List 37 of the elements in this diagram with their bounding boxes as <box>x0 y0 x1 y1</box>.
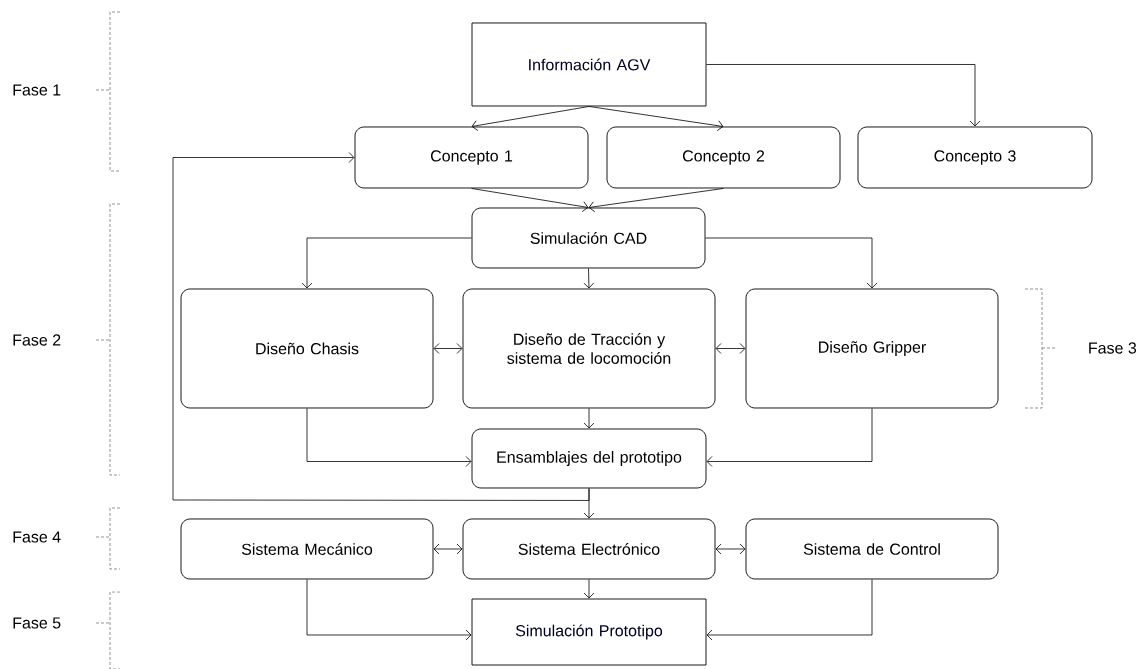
arrow <box>583 579 595 599</box>
end-box: Simulación Prototipo <box>471 598 707 666</box>
arrow <box>715 343 746 354</box>
process-box: Concepto 3 <box>857 126 1093 189</box>
process-box: Simulación CAD <box>471 207 706 269</box>
arrow <box>583 268 595 289</box>
arrow <box>306 408 472 467</box>
arrow <box>471 188 589 212</box>
arrow <box>715 543 746 555</box>
phase-label: Fase 4 <box>13 531 61 543</box>
arrow <box>588 106 724 132</box>
process-box: Concepto 1 <box>354 126 589 189</box>
phase-label: Fase 5 <box>13 617 61 629</box>
process-box: Diseño Gripper <box>745 288 999 409</box>
arrow <box>705 237 878 289</box>
process-box: Diseño de Tracción y sistema de locomoción <box>462 288 716 409</box>
arrow <box>471 106 590 131</box>
phase-label: Fase 3 <box>1089 342 1137 354</box>
start-box: Información AGV <box>471 22 707 107</box>
arrow <box>301 237 472 289</box>
arrow <box>706 408 873 467</box>
process-box: Sistema Mecánico <box>180 518 434 580</box>
arrow <box>706 579 873 641</box>
phase-label: Fase 2 <box>13 334 61 346</box>
arrow <box>306 579 472 641</box>
arrow <box>433 543 463 555</box>
arrow <box>433 343 463 354</box>
arrow <box>706 64 981 127</box>
process-box: Sistema de Control <box>745 518 999 580</box>
process-box: Sistema Electrónico <box>462 518 716 580</box>
process-box: Diseño Chasis <box>180 288 434 409</box>
arrow <box>588 188 724 213</box>
phase-label: Fase 1 <box>13 84 61 96</box>
process-box: Concepto 2 <box>606 126 841 189</box>
arrow <box>583 408 595 429</box>
process-box: Ensamblajes del prototipo <box>471 428 707 489</box>
arrow <box>172 152 590 501</box>
